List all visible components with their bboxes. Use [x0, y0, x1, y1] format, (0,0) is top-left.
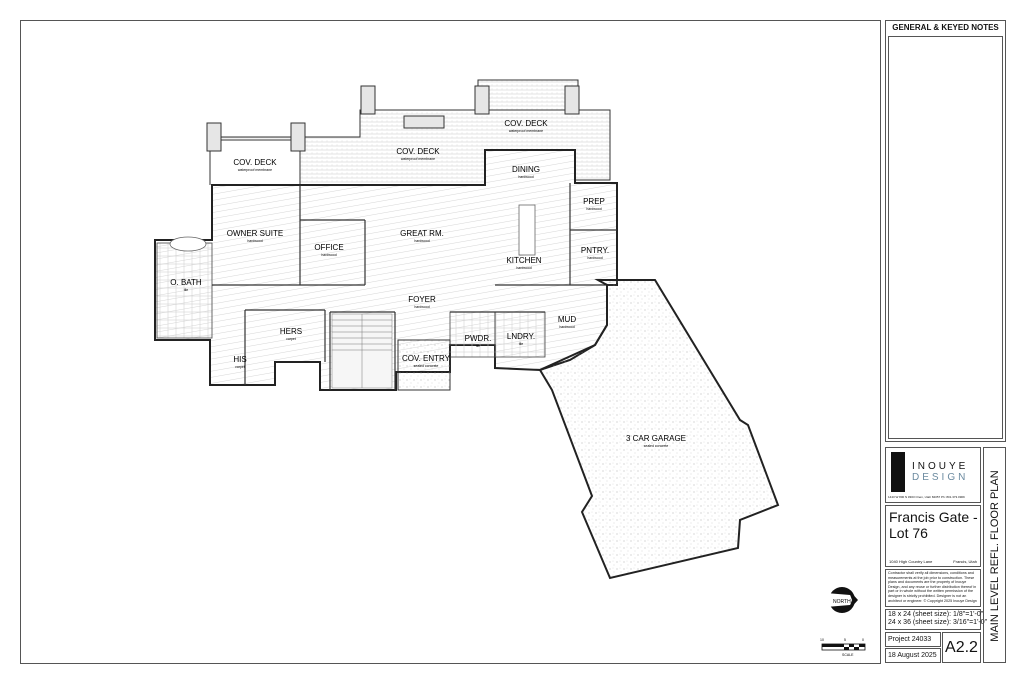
interior-walls [212, 183, 617, 390]
bathtub [169, 236, 207, 252]
notes-area [888, 36, 1003, 439]
project-number: Project 24033 [888, 636, 932, 643]
room-label: PNTRY. [581, 246, 609, 255]
logo-mark [891, 452, 905, 492]
room-label: HIS [233, 355, 246, 364]
project-title-2: Lot 76 [889, 525, 928, 541]
room-finish: waterproof membrane [238, 168, 272, 172]
room-label: PWDR. [465, 334, 492, 343]
scale-bar [821, 643, 866, 651]
project-number-box: Project 24033 [885, 632, 941, 647]
room-finish: hardwood [414, 305, 429, 309]
room-finish: tile [476, 344, 481, 348]
scale-tick: 10 [820, 638, 824, 642]
room-finish: hardwood [414, 239, 429, 243]
room-label: DINING [512, 165, 540, 174]
sheet-number: A2.2 [945, 639, 978, 656]
room-finish: waterproof membrane [401, 157, 435, 161]
stairs [331, 313, 393, 389]
project-title-block: Francis Gate - Lot 76 1040 High Country … [885, 505, 981, 567]
room-labels: COV. DECK waterproof membrane COV. DECK … [170, 119, 686, 448]
firm-name-1: INOUYE [912, 461, 969, 472]
room-label: COV. ENTRY [402, 354, 451, 363]
room-finish: hardwood [559, 325, 574, 329]
floor-plan: COV. DECK waterproof membrane COV. DECK … [154, 79, 780, 580]
north-label: NORTH [833, 599, 851, 605]
scale-18x24: 18 x 24 (sheet size): 1/8"=1'-0" [888, 611, 984, 618]
sheet-title-strip: MAIN LEVEL REFL. FLOOR PLAN [983, 447, 1006, 663]
room-finish: hardwood [516, 266, 531, 270]
firm-name-2: DESIGN [912, 472, 969, 483]
site-city: Francis, Utah [953, 559, 977, 564]
firm-address: 1443 W 800 N #303 Orem, Utah 84057 Ph: 8… [888, 495, 965, 499]
room-finish: hardwood [321, 253, 336, 257]
room-finish: tile [519, 342, 524, 346]
drawing-border [20, 20, 881, 664]
north-arrow-and-scale: NORTH 10 5 0 SCALE [820, 587, 866, 657]
room-finish: hardwood [518, 175, 533, 179]
deck-columns [206, 85, 580, 152]
room-finish: tile [184, 288, 189, 292]
room-label: HERS [280, 327, 302, 336]
kitchen-island [518, 204, 536, 256]
room-label: OFFICE [314, 243, 343, 252]
date-box: 18 August 2025 [885, 648, 941, 663]
room-label: LNDRY. [507, 332, 535, 341]
scale-label: SCALE [842, 653, 854, 657]
project-title-1: Francis Gate - [889, 509, 978, 525]
room-finish: hardwood [587, 256, 602, 260]
room-label: 3 CAR GARAGE [626, 434, 686, 443]
north-arrow-icon [826, 587, 858, 613]
room-finish: hardwood [586, 207, 601, 211]
room-label: KITCHEN [506, 256, 541, 265]
disclaimer-text: Contractor shall verify all dimensions, … [888, 571, 977, 603]
scale-24x36: 24 x 36 (sheet size): 3/16"=1'-0" [888, 619, 988, 626]
deck-areas [209, 79, 611, 186]
room-label: GREAT RM. [400, 229, 444, 238]
firm-logo-block: INOUYE DESIGN 1443 W 800 N #303 Orem, Ut… [885, 447, 981, 503]
sheet-title: MAIN LEVEL REFL. FLOOR PLAN [989, 470, 1001, 642]
room-label: MUD [558, 315, 576, 324]
room-label: O. BATH [170, 278, 202, 287]
cov-entry-area [397, 339, 451, 391]
room-label: COV. DECK [396, 147, 440, 156]
sheet-number-box: A2.2 [942, 632, 981, 663]
garage-area [538, 279, 780, 580]
room-finish: sealed concrete [414, 364, 439, 368]
room-label: COV. DECK [233, 158, 277, 167]
room-finish: waterproof membrane [509, 129, 543, 133]
room-finish: sealed concrete [644, 444, 669, 448]
room-finish: carpet [235, 365, 245, 369]
room-label: PREP [583, 197, 605, 206]
site-address: 1040 High Country Lane [889, 559, 933, 564]
tile-areas [156, 242, 546, 358]
scale-block: 18 x 24 (sheet size): 1/8"=1'-0" 24 x 36… [885, 609, 988, 630]
room-label: FOYER [408, 295, 436, 304]
disclaimer-block: Contractor shall verify all dimensions, … [885, 569, 981, 607]
scale-tick: 0 [862, 638, 864, 642]
date: 18 August 2025 [888, 652, 937, 659]
room-finish: carpet [286, 337, 296, 341]
notes-panel: GENERAL & KEYED NOTES [885, 20, 1006, 442]
room-label: OWNER SUITE [227, 229, 283, 238]
room-label: COV. DECK [504, 119, 548, 128]
notes-heading: GENERAL & KEYED NOTES [892, 23, 999, 32]
scale-tick: 5 [844, 638, 846, 642]
room-finish: hardwood [247, 239, 262, 243]
